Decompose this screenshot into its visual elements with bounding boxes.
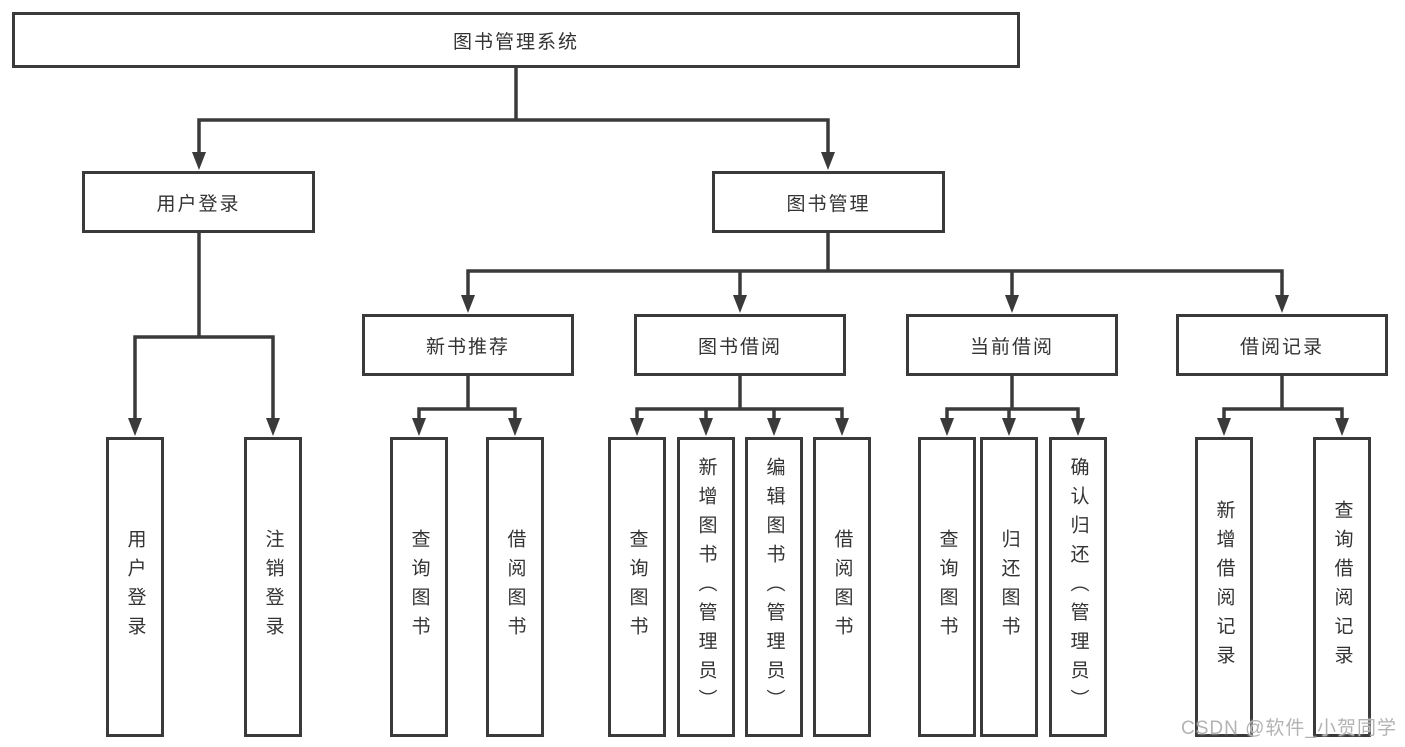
leaf-query-books-recommend: 查询图书 xyxy=(390,437,448,737)
connector-root-branch xyxy=(197,118,830,156)
connector-record-branch xyxy=(1222,407,1344,422)
node-label: 图书借阅 xyxy=(697,336,782,358)
node-label: 图书管理 xyxy=(786,193,871,215)
node-current-borrowing: 当前借阅 xyxy=(906,314,1118,376)
leaf-query-books-borrowing: 查询图书 xyxy=(608,437,666,737)
leaf-label: 用户登录 xyxy=(124,529,146,645)
node-user-login: 用户登录 xyxy=(82,171,315,233)
leaf-label: 确认归还（管理员） xyxy=(1067,456,1089,718)
leaf-label: 注销登录 xyxy=(262,529,284,645)
leaf-label: 查询借阅记录 xyxy=(1331,500,1353,674)
leaf-label: 查询图书 xyxy=(408,529,430,645)
node-borrowing-records: 借阅记录 xyxy=(1176,314,1388,376)
connector-borrow-branch xyxy=(635,407,844,422)
node-library-management-system: 图书管理系统 xyxy=(12,12,1020,68)
leaf-query-borrow-record: 查询借阅记录 xyxy=(1313,437,1371,737)
leaf-label: 编辑图书（管理员） xyxy=(763,456,785,718)
leaf-borrow-books-borrowing: 借阅图书 xyxy=(813,437,871,737)
connector-mgmt-branch xyxy=(466,269,1284,299)
leaf-return-books: 归还图书 xyxy=(980,437,1038,737)
node-label: 借阅记录 xyxy=(1239,336,1324,358)
leaf-borrow-books-recommend: 借阅图书 xyxy=(486,437,544,737)
leaf-label: 借阅图书 xyxy=(504,529,526,645)
leaf-confirm-return-admin: 确认归还（管理员） xyxy=(1049,437,1107,737)
leaf-label: 归还图书 xyxy=(998,529,1020,645)
node-label: 图书管理系统 xyxy=(452,31,579,53)
leaf-add-book-admin: 新增图书（管理员） xyxy=(677,437,735,737)
leaf-add-borrow-record: 新增借阅记录 xyxy=(1195,437,1253,737)
leaf-query-books-current: 查询图书 xyxy=(918,437,976,737)
csdn-watermark: CSDN @软件_小贺同学 xyxy=(1181,718,1397,739)
node-new-book-recommend: 新书推荐 xyxy=(362,314,574,376)
connector-newrec-branch xyxy=(417,407,517,422)
leaf-user-login: 用户登录 xyxy=(106,437,164,737)
node-book-borrowing: 图书借阅 xyxy=(634,314,846,376)
leaf-logout: 注销登录 xyxy=(244,437,302,737)
connector-current-branch xyxy=(945,407,1080,422)
leaf-edit-book-admin: 编辑图书（管理员） xyxy=(745,437,803,737)
leaf-label: 新增图书（管理员） xyxy=(695,456,717,718)
node-book-management: 图书管理 xyxy=(712,171,945,233)
leaf-label: 查询图书 xyxy=(936,529,958,645)
node-label: 当前借阅 xyxy=(969,336,1054,358)
arrowheads xyxy=(128,152,1349,436)
leaf-label: 借阅图书 xyxy=(831,529,853,645)
node-label: 用户登录 xyxy=(156,193,241,215)
node-label: 新书推荐 xyxy=(425,336,510,358)
connector-login-branch xyxy=(133,335,275,421)
leaf-label: 查询图书 xyxy=(626,529,648,645)
leaf-label: 新增借阅记录 xyxy=(1213,500,1235,674)
